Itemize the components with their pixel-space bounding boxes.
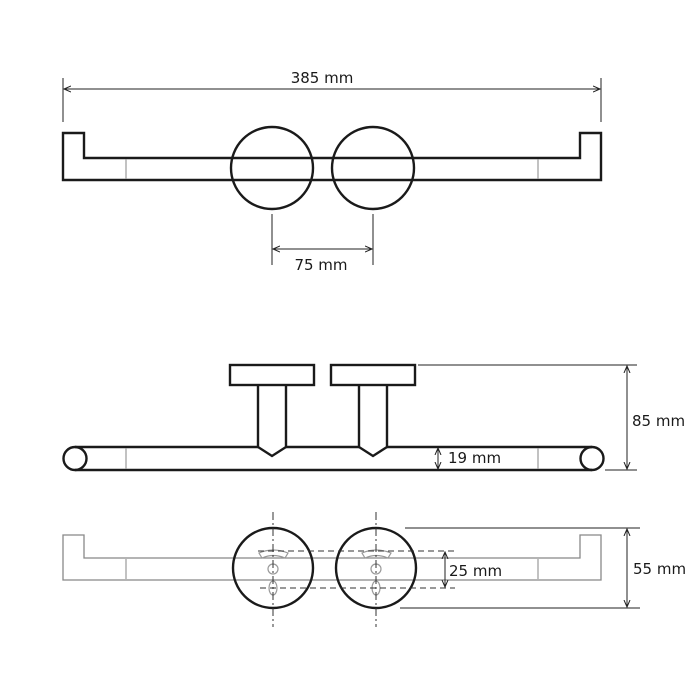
- towel-bar-outline: [61, 131, 603, 182]
- top-view: 385 mm 75 mm: [61, 69, 603, 274]
- dimension-label-depth: 85 mm: [632, 412, 685, 430]
- bar-side: [75, 445, 592, 472]
- bar-end: [62, 445, 88, 472]
- dimension-label-length: 385 mm: [291, 69, 354, 87]
- front-view: 25 mm 55 mm: [62, 512, 686, 627]
- dimension-label-height: 55 mm: [633, 560, 686, 578]
- towel-bar-hidden: [62, 534, 602, 581]
- mount-post: [256, 385, 288, 458]
- dimension-label-diameter: 19 mm: [448, 449, 501, 467]
- mount-post: [357, 385, 389, 458]
- wall-mount-rosette: [330, 125, 416, 211]
- bar-end: [579, 445, 605, 472]
- wall-mount-rosette: [229, 125, 315, 211]
- mount-plate: [228, 363, 316, 387]
- mount-plate: [329, 363, 417, 387]
- dimension-label-screw: 25 mm: [449, 562, 502, 580]
- side-view: 85 mm 19 mm: [62, 363, 685, 472]
- dimension-label-spacing: 75 mm: [294, 256, 347, 274]
